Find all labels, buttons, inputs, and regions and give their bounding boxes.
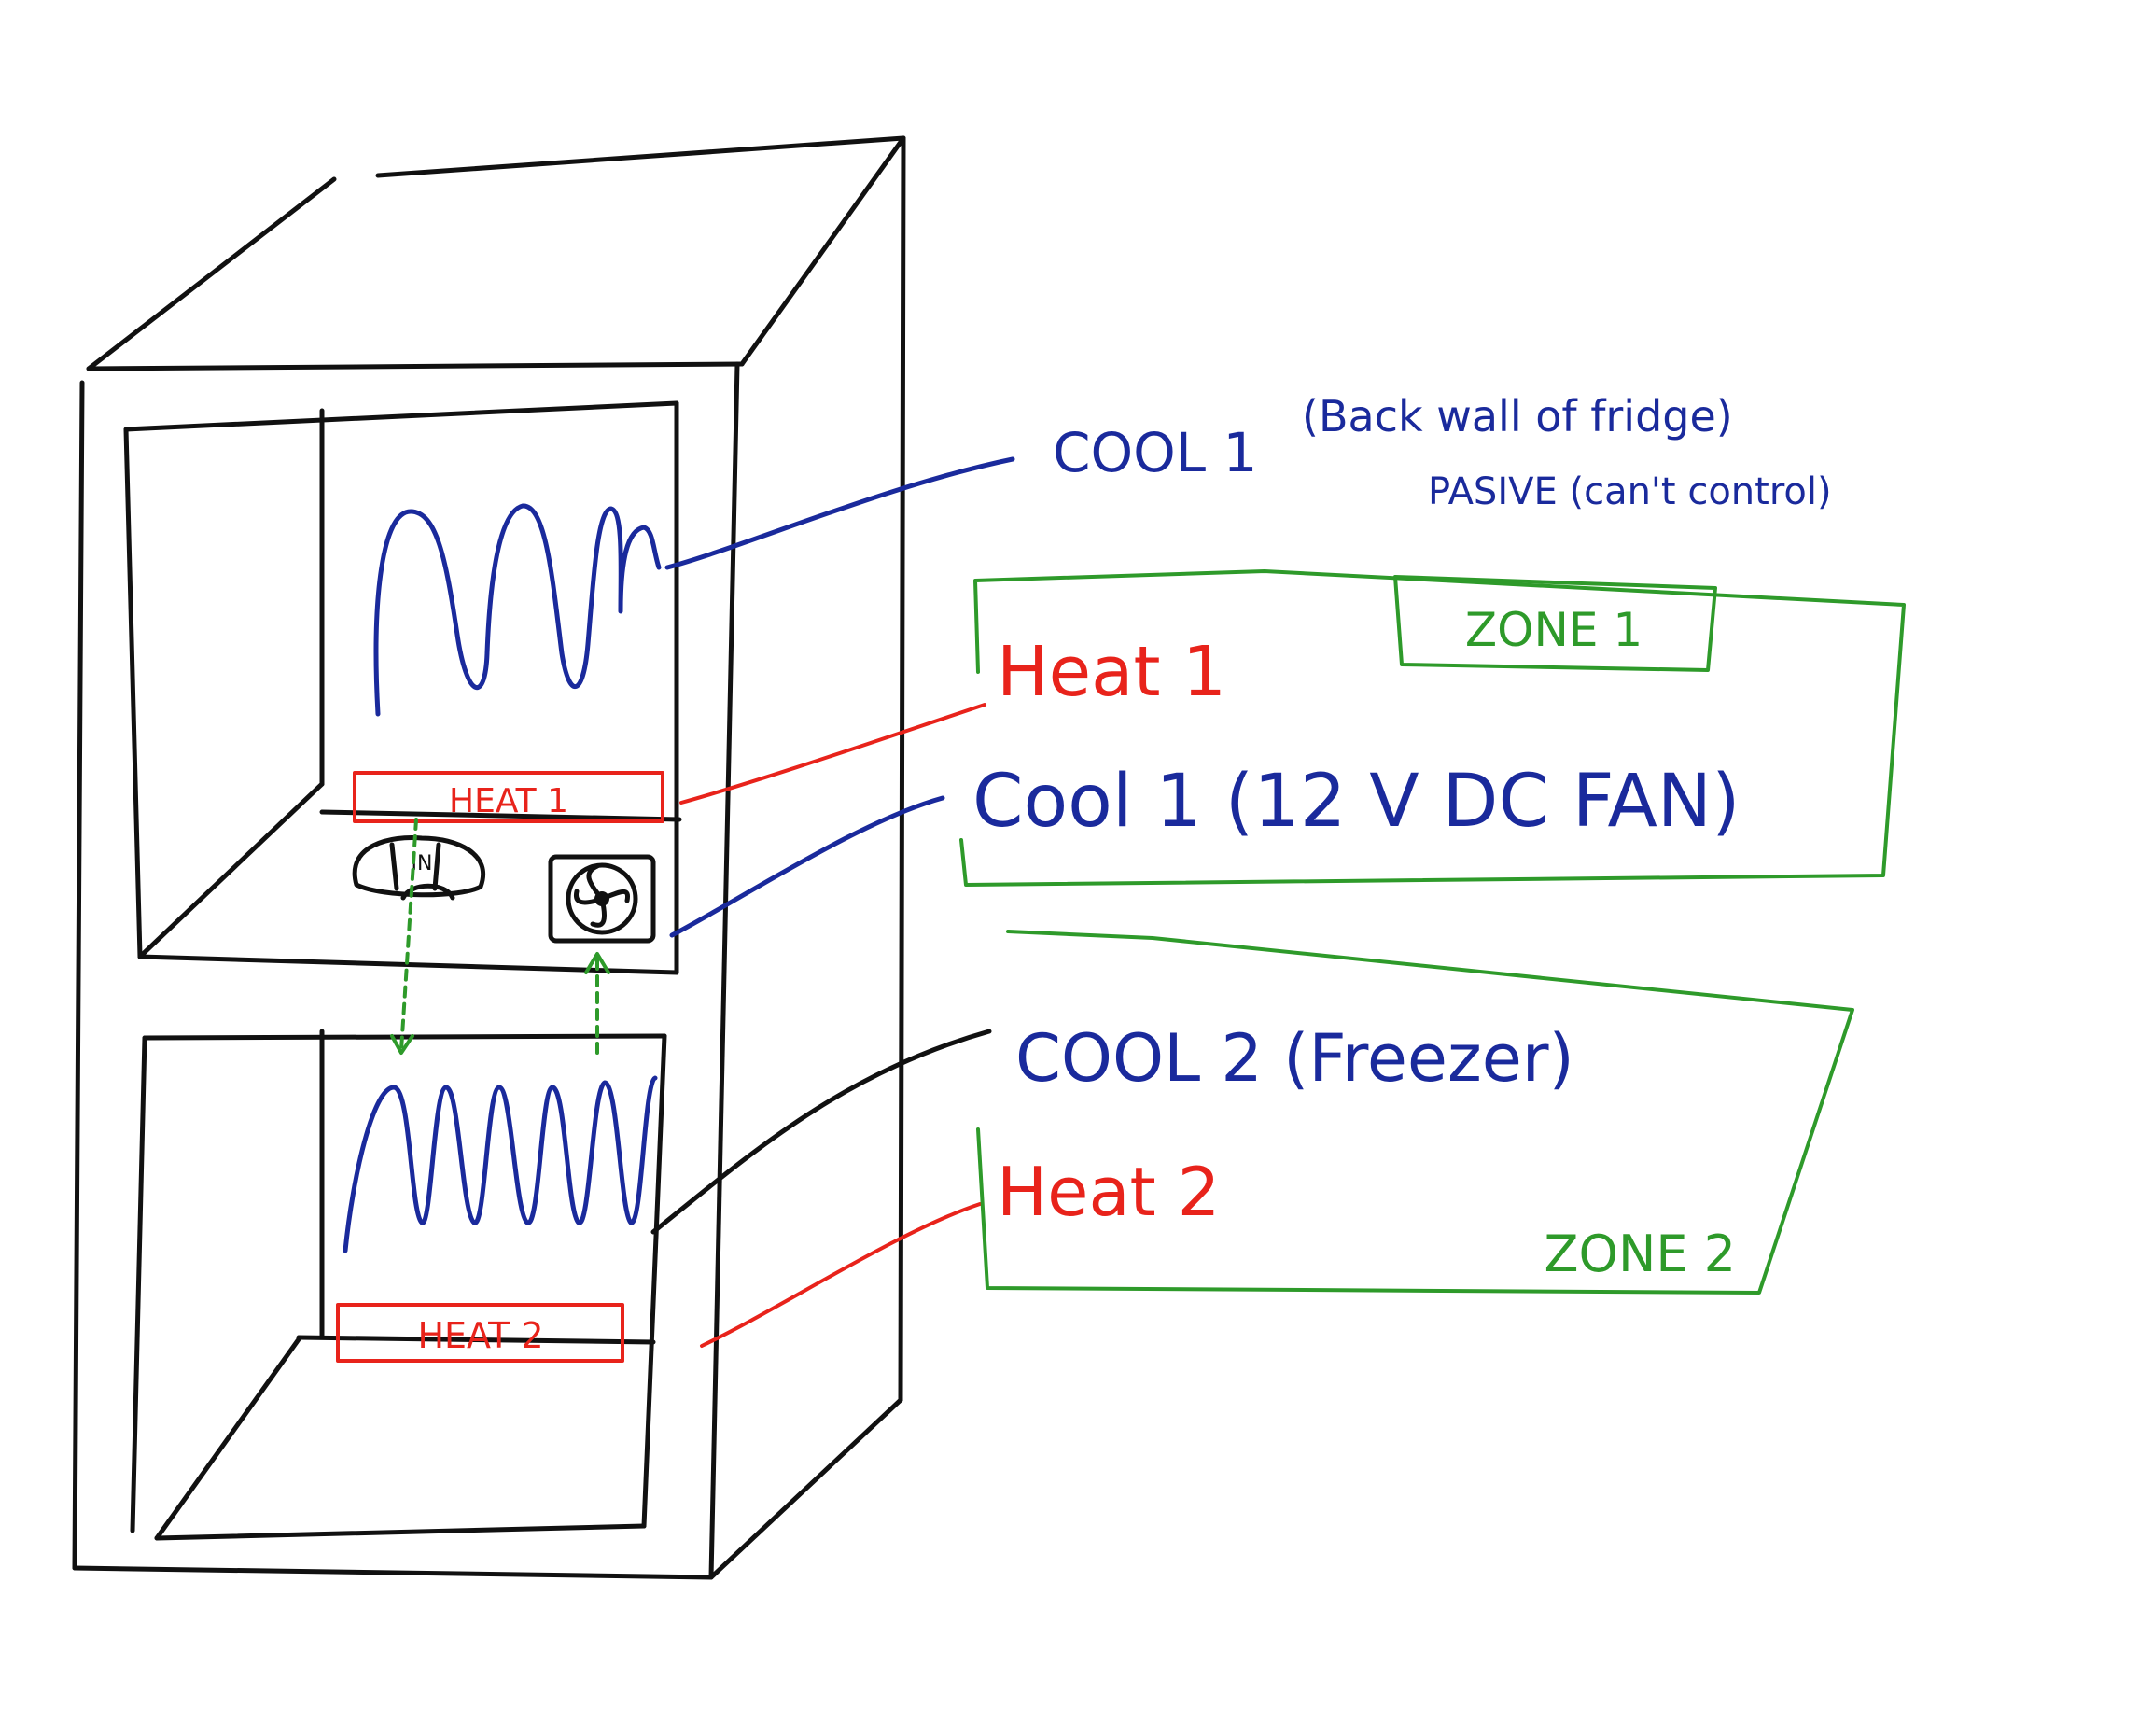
- leader-heat1: [679, 703, 986, 805]
- heat-1-label: Heat 1: [997, 632, 1226, 712]
- heat-2-label: Heat 2: [997, 1153, 1220, 1231]
- cool-1-label: Cool 1 (12 V DC FAN): [972, 760, 1741, 844]
- fridge-cabinet: [72, 135, 906, 1580]
- leader-heat2: [700, 1202, 982, 1348]
- freezer-compartment: [130, 1029, 667, 1541]
- cool-passive-note-line1: (Back wall of fridge): [1302, 391, 1733, 441]
- zone-1-box: [959, 569, 1906, 887]
- vent-icon: IN: [352, 835, 485, 901]
- leader-cool-passive: [664, 456, 1015, 570]
- freezer-cooling-coil: [343, 1075, 658, 1253]
- cool-passive-label: COOL 1: [1053, 421, 1257, 484]
- zone-2-label: ZONE 2: [1544, 1225, 1736, 1283]
- heat-element-1: HEAT 1: [353, 771, 664, 823]
- heat-element-2: HEAT 2: [336, 1303, 624, 1363]
- passive-cooling-coil: [373, 503, 662, 717]
- airflow-up-arrow: [584, 952, 610, 1055]
- zone-1-label: ZONE 1: [1465, 603, 1643, 657]
- cool-passive-note-line2: PASIVE (can't control): [1428, 470, 1832, 513]
- cool-2-label: COOL 2 (Freezer): [1015, 1020, 1574, 1097]
- svg-text:HEAT 1: HEAT 1: [449, 782, 568, 820]
- leader-cool1: [669, 795, 945, 938]
- fan-icon: [548, 854, 656, 944]
- leader-cool2: [650, 1029, 992, 1235]
- svg-text:HEAT 2: HEAT 2: [417, 1315, 543, 1356]
- zone-1-tag: [1393, 575, 1717, 672]
- svg-text:IN: IN: [412, 852, 433, 875]
- airflow-down-arrow: [390, 818, 418, 1055]
- zone-2-box: [976, 930, 1854, 1295]
- fridge-compartment: [123, 400, 682, 975]
